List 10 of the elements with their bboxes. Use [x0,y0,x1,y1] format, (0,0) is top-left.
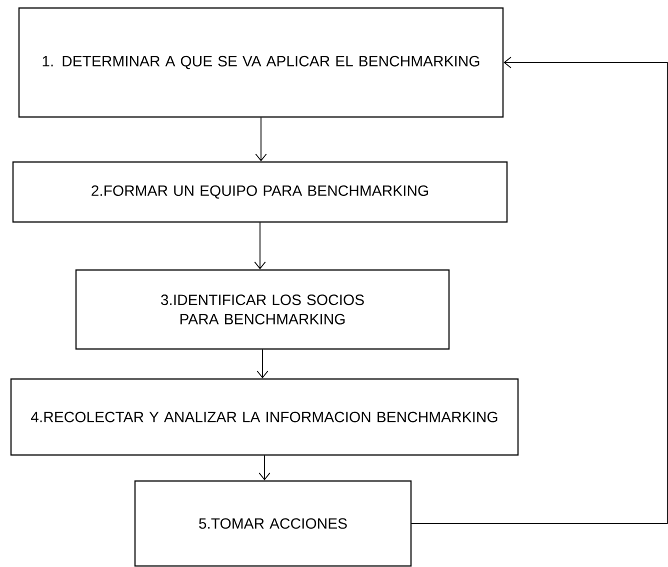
arrow [256,349,268,378]
process-box: 5.TOMAR ACCIONES [134,480,412,567]
process-box: 1. DETERMINAR A QUE SE VA APLICAR EL BENCHMARKING [18,7,504,118]
arrow [411,56,668,524]
arrow [254,222,266,270]
arrow [255,117,267,162]
process-box: 2.FORMAR UN EQUIPO PARA BENCHMARKING [12,161,508,223]
process-box: 3.IDENTIFICAR LOS SOCIOS PARA BENCHMARKING [75,269,450,350]
process-box: 4.RECOLECTAR Y ANALIZAR LA INFORMACION BENCHMARKING [10,378,519,456]
arrow [258,455,270,480]
